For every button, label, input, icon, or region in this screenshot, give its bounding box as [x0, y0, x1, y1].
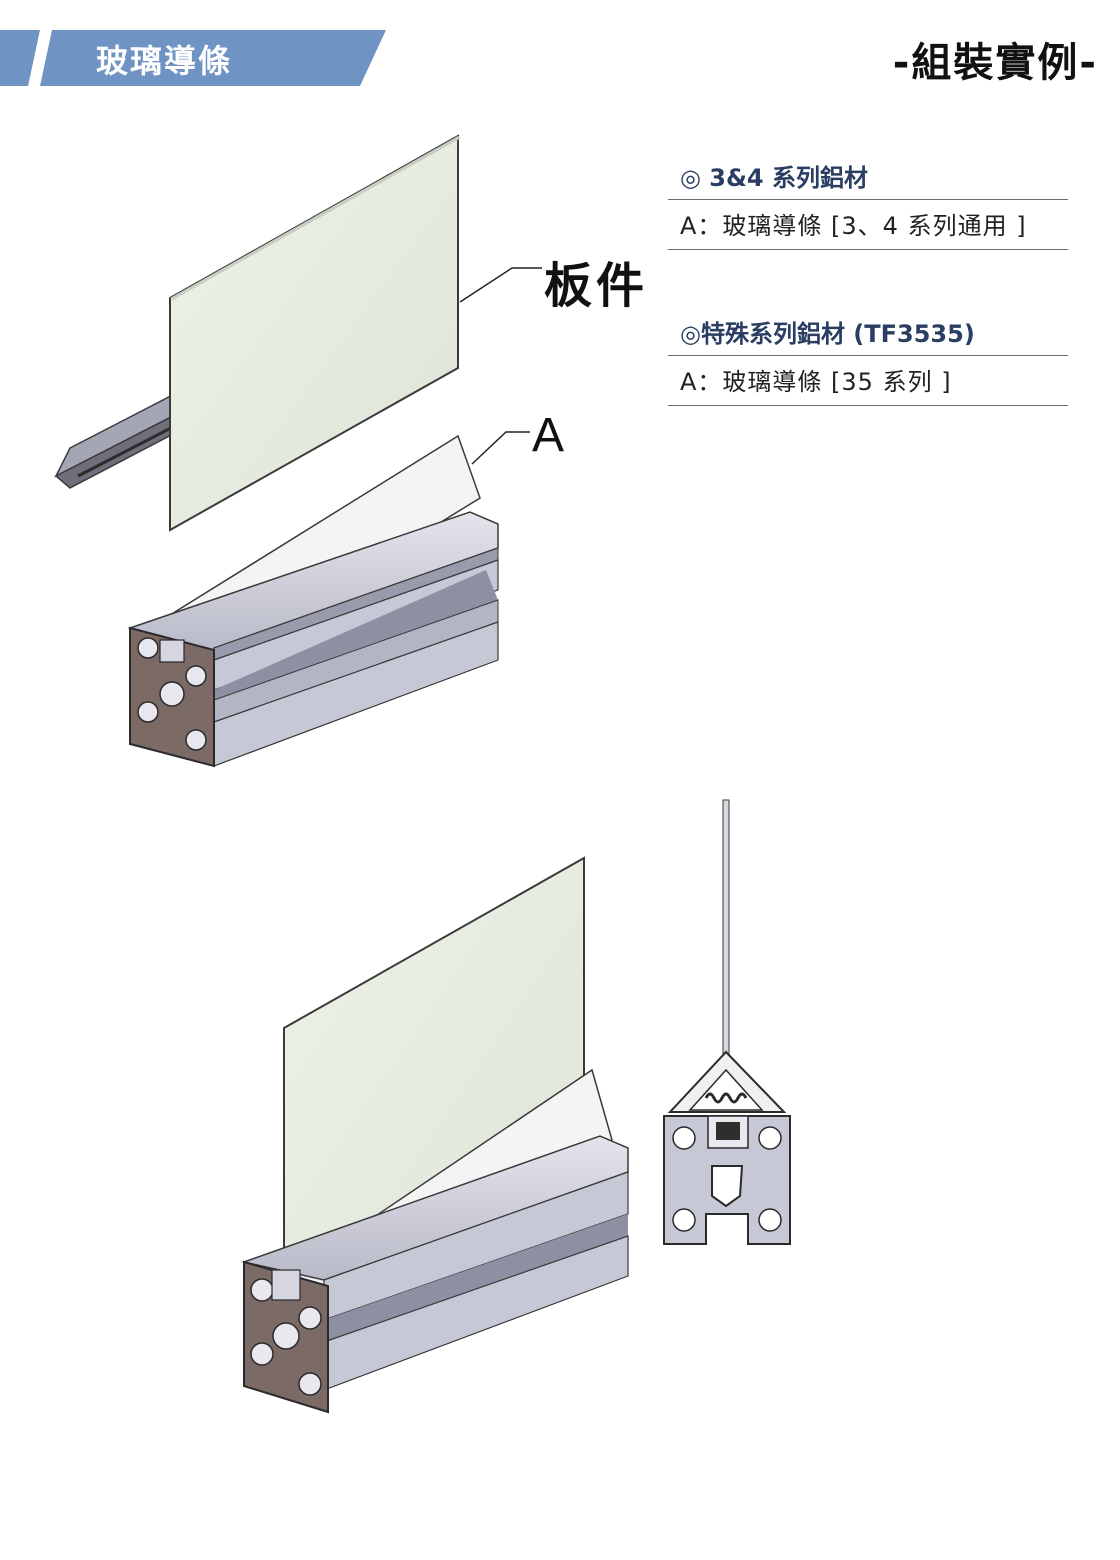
divider	[668, 355, 1068, 356]
spec-item: A：玻璃導條 [3、4 系列通用 ]	[680, 212, 1027, 240]
section-heading: -組裝實例-	[892, 40, 1098, 86]
divider	[668, 405, 1068, 406]
spec-item: A：玻璃導條 [35 系列 ]	[680, 368, 952, 396]
divider	[668, 249, 1068, 250]
cross-section-detail	[663, 799, 791, 1245]
callout-panel-label: 板件	[544, 258, 649, 314]
assembled-unit	[241, 856, 629, 1414]
spec-title: ◎特殊系列鋁材 (TF3535)	[680, 320, 975, 348]
aluminum-profile-40	[127, 511, 499, 768]
spec-block-tf3535: ◎特殊系列鋁材 (TF3535) A：玻璃導條 [35 系列 ]	[668, 314, 1068, 406]
divider	[668, 199, 1068, 200]
spec-block-series-3-4: ◎ 3&4 系列鋁材 A：玻璃導條 [3、4 系列通用 ]	[668, 158, 1068, 250]
spec-title: ◎ 3&4 系列鋁材	[680, 164, 868, 192]
exploded-assembly	[54, 134, 542, 768]
leader-line-panel	[459, 267, 542, 303]
leader-line-a	[471, 431, 530, 465]
aluminum-profile-installed	[241, 1135, 629, 1414]
category-title: 玻璃導條	[96, 42, 233, 80]
header-banner	[0, 30, 386, 86]
callout-part-a-label: A	[532, 409, 565, 462]
